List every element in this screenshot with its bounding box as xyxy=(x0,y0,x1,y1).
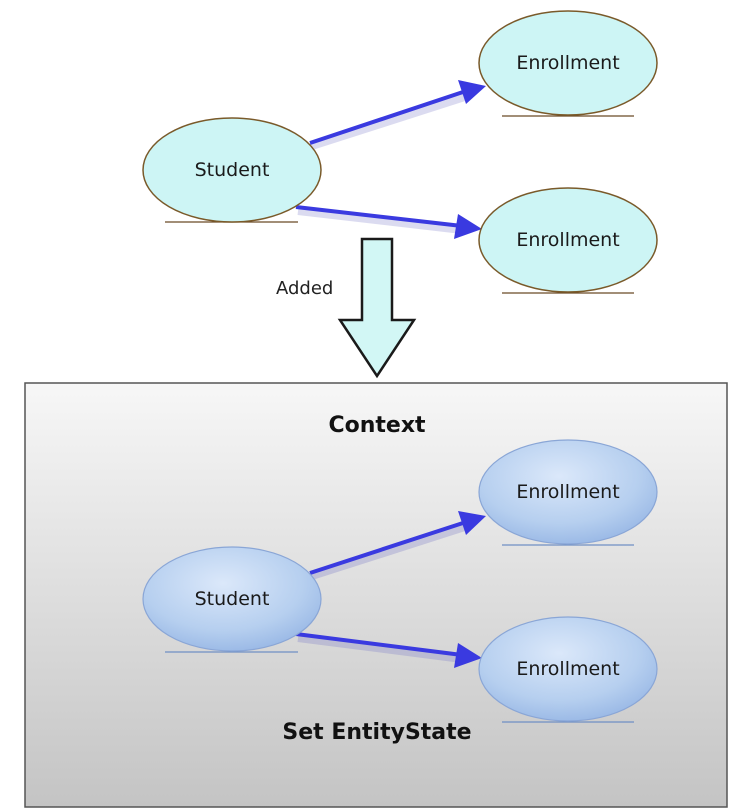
top-student-label: Student xyxy=(195,159,270,181)
context-enrollment-lower-label: Enrollment xyxy=(516,658,619,680)
context-arrow-to-enrollment-upper xyxy=(309,511,486,580)
top-enrollment-lower-label: Enrollment xyxy=(516,229,619,251)
top-arrow-to-enrollment-lower xyxy=(295,205,482,239)
context-enrollment-lower-node: Enrollment xyxy=(478,616,658,723)
context-caption: Set EntityState xyxy=(282,720,471,745)
top-arrow-to-enrollment-upper xyxy=(309,80,486,150)
top-enrollment-upper-label: Enrollment xyxy=(516,52,619,74)
top-section: Student Enrollment Enrollment xyxy=(142,10,658,294)
context-title: Context xyxy=(328,413,426,438)
context-student-label: Student xyxy=(195,588,270,610)
top-student-node: Student xyxy=(142,117,322,223)
context-student-node: Student xyxy=(142,546,322,653)
top-enrollment-upper-node: Enrollment xyxy=(478,10,658,117)
context-enrollment-upper-node: Enrollment xyxy=(478,439,658,546)
context-enrollment-upper-label: Enrollment xyxy=(516,481,619,503)
added-label: Added xyxy=(276,278,333,299)
context-arrow-to-enrollment-lower xyxy=(295,632,482,668)
top-enrollment-lower-node: Enrollment xyxy=(478,187,658,294)
down-arrow-icon xyxy=(337,237,417,379)
added-transition: Added xyxy=(276,237,417,379)
context-box: Context Student Enrollment En xyxy=(24,382,728,808)
